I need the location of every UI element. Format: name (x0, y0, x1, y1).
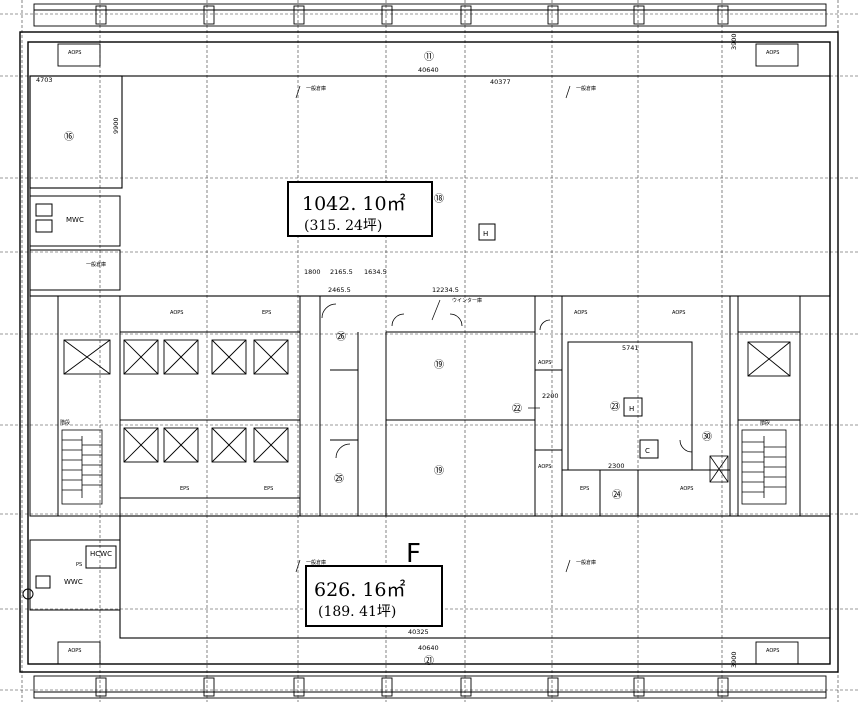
hcwc-label: HCWC (90, 550, 112, 558)
top-facade (33, 3, 827, 67)
mwc-room (29, 195, 121, 291)
bottom-facade (33, 641, 827, 699)
dim-40640-top: 40640 (418, 66, 439, 74)
h-symbol-core: H (629, 405, 634, 413)
lower-area-tsubo: (189. 41坪) (318, 604, 396, 620)
storage-label-mwc: 一般倉庫 (86, 261, 106, 268)
upper-area-sqm: 1042. 10㎡ (302, 192, 406, 215)
mwc-label: MWC (66, 216, 84, 224)
dim-1634: 1634.5 (364, 268, 387, 276)
room-number-24: ㉔ (612, 489, 622, 501)
room-number-30: ㉚ (702, 431, 712, 443)
lower-area-sqm: 626. 16㎡ (314, 578, 406, 601)
h-symbol-upper: H (483, 230, 488, 238)
lower-area-box (305, 565, 443, 627)
core-band (29, 295, 831, 517)
stairs (61, 429, 787, 505)
dim-2465: 2465.5 (328, 286, 351, 294)
floor-letter: F (406, 539, 421, 569)
dim-4703: 4703 (36, 76, 53, 84)
eps-label-core-2: EPS (180, 486, 189, 492)
room-number-11: ⑪ (424, 51, 434, 63)
aops-label-bottom-right: AOPS (766, 648, 779, 654)
dim-40377: 40377 (490, 78, 511, 86)
dim-12234: 12234.5 (432, 286, 459, 294)
c-symbol-core: C (645, 447, 650, 455)
dim-2200: 2200 (542, 392, 559, 400)
room-number-22: ㉒ (512, 403, 522, 415)
stair-label-right: 階段 (760, 419, 770, 426)
aops-label-core-2: AOPS (574, 310, 587, 316)
stair-label-left: 階段 (60, 419, 70, 426)
eps-label-core-3: EPS (264, 486, 273, 492)
winter-storage-label: ウインター庫 (452, 297, 482, 304)
h-box-core (623, 397, 643, 417)
door-swings (321, 303, 693, 459)
room-number-21: ㉑ (424, 655, 434, 667)
dim-3900-top: 3900 (730, 33, 738, 50)
eps-label-core-1: EPS (262, 310, 271, 316)
storage-label-bottom-left: 一般倉庫 (306, 559, 326, 566)
aops-label-core-6: AOPS (538, 464, 551, 470)
aops-label-core-5: AOPS (538, 360, 551, 366)
dim-5741: 5741 (622, 344, 639, 352)
dim-2165: 2165.5 (330, 268, 353, 276)
eps-label-core-4: EPS (580, 486, 589, 492)
dim-9900: 9900 (112, 117, 120, 134)
room-number-26: ㉖ (336, 331, 346, 343)
room-number-18: ⑱ (434, 193, 444, 205)
dim-1800: 1800 (304, 268, 321, 276)
storage-label-top-left: 一般倉庫 (306, 85, 326, 92)
h-box-upper (478, 223, 496, 241)
aops-label-bottom-left: AOPS (68, 648, 81, 654)
room-number-19: ⑲ (434, 359, 444, 371)
upper-area-tsubo: (315. 24坪) (304, 218, 382, 234)
aops-label-top-right: AOPS (766, 50, 779, 56)
room-number-19b: ⑲ (434, 465, 444, 477)
dim-40325: 40325 (408, 628, 429, 636)
aops-label-core-4: AOPS (680, 486, 693, 492)
aops-label-top-left: AOPS (68, 50, 81, 56)
room-number-25: ㉕ (334, 473, 344, 485)
elevator-bank (63, 339, 791, 463)
dim-40640-bot: 40640 (418, 644, 439, 652)
aops-label-core-1: AOPS (170, 310, 183, 316)
c-box-core (639, 439, 659, 459)
storage-label-bottom-right: 一般倉庫 (576, 559, 596, 566)
room-number-23: ㉓ (610, 401, 620, 413)
leader-lines (295, 85, 571, 573)
upper-area-box (287, 181, 433, 237)
dim-2300: 2300 (608, 462, 625, 470)
room-number-16: ⑯ (64, 131, 74, 143)
wwc-label: WWC (64, 578, 83, 586)
aops-label-core-3: AOPS (672, 310, 685, 316)
wwc-room (22, 539, 121, 611)
storage-label-top-right: 一般倉庫 (576, 85, 596, 92)
dim-3900-bottom: 3900 (730, 651, 738, 668)
ps-label: PS (76, 562, 82, 568)
